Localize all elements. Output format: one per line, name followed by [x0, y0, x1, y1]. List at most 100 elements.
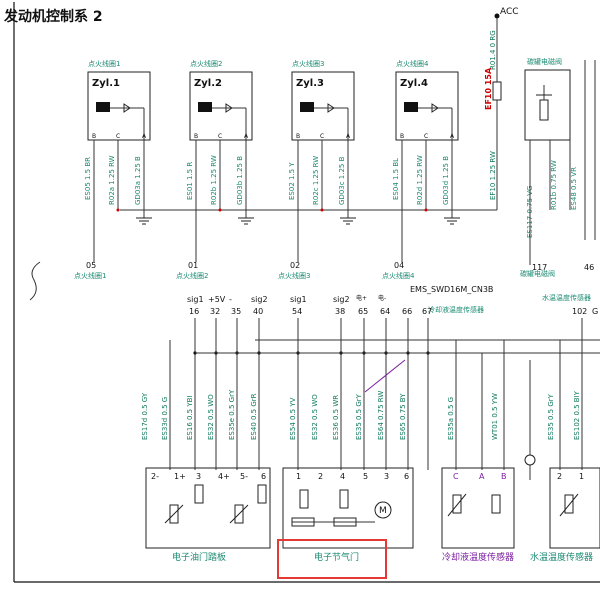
lower-wire-11: ES64 0.75 RW — [377, 391, 385, 440]
pin-signal-32: +5V — [208, 295, 226, 304]
coolant-pin-A: A — [479, 472, 485, 481]
lower-wire-7: ES54 0.5 YV — [289, 397, 297, 440]
coil-symbol-4 — [404, 102, 418, 112]
pedal-pin-1: 2- — [151, 472, 159, 481]
lower-wire-9: ES36 0.5 WR — [332, 395, 340, 440]
lower-wire-13: ES35a 0.5 G — [447, 397, 455, 440]
canister-pin: 117 — [532, 263, 547, 272]
coil-2-pin-C: C — [218, 133, 222, 140]
coil-box-2 — [189, 71, 253, 141]
pin-signal-65: 电+ — [356, 294, 367, 302]
pin-102-extra: G — [592, 307, 598, 316]
fuse-label: EF10 15A — [484, 67, 493, 110]
coil-pin-2: 01 — [188, 261, 198, 270]
pedal-pin-5: 5- — [240, 472, 248, 481]
coil-2-wire-2: R02b 1.25 RW — [210, 155, 218, 205]
pin-number-35: 35 — [231, 307, 241, 316]
coolant-pin-C: C — [453, 472, 459, 481]
coil-pin-4: 04 — [394, 261, 404, 270]
coil-box-4 — [395, 71, 459, 141]
coil-label-2: 点火线圈2 — [190, 59, 222, 68]
acc-label: ACC — [500, 7, 519, 17]
throttle-pin-3: 4 — [340, 472, 345, 481]
pedal-label: 电子油门踏板 — [172, 551, 226, 563]
pin-102: 102 — [572, 307, 587, 316]
ems-sub-label: 冷却液温度传感器 — [428, 305, 484, 314]
water-label: 水温温度传感器 — [530, 551, 593, 563]
coil-2-pin-A: A — [244, 133, 249, 140]
pin-number-54: 54 — [292, 307, 302, 316]
pin-number-66: 66 — [402, 307, 412, 316]
pin-number-64: 64 — [380, 307, 390, 316]
coil-1-wire-1: ES05 1.5 BR — [84, 157, 92, 200]
acc-wire-label: R01.4 0 RG — [489, 30, 497, 70]
lower-wire-15: ES35 0.5 GrY — [547, 393, 555, 440]
ems-connector-label: EMS_SWD16M_CN3B — [410, 285, 493, 294]
lower-wire-6: ES40 0.5 GrR — [250, 393, 258, 440]
pin-signal-38: sig2 — [333, 295, 350, 304]
coil-4-pin-A: A — [450, 133, 455, 140]
coil-1-pin-C: C — [116, 133, 120, 140]
water-sensor-top-label: 水温温度传感器 — [542, 293, 591, 302]
coil-3-wire-1: ES02 1.5 Y — [288, 162, 296, 200]
pedal-box — [145, 467, 271, 549]
coil-name-4: Zyl.4 — [400, 78, 428, 89]
water-box — [549, 467, 600, 549]
lower-wire-4: ES32 0.5 WO — [207, 394, 215, 440]
throttle-pin-4: 5 — [363, 472, 368, 481]
coil-symbol-3 — [300, 102, 314, 112]
coil-4-wire-3: GD03d 1.25 B — [442, 156, 450, 205]
pin-signal-40: sig2 — [251, 295, 268, 304]
water-pin-2: 2 — [557, 472, 562, 481]
canister-label: 碳罐电磁阀 — [527, 57, 562, 66]
throttle-box — [282, 467, 414, 549]
far-right-pin: 46 — [584, 263, 594, 272]
pedal-pin-2: 1+ — [174, 472, 186, 481]
throttle-pin-6: 6 — [404, 472, 409, 481]
pin-number-65: 65 — [358, 307, 368, 316]
lower-wire-10: ES35 0.5 GrY — [355, 393, 363, 440]
throttle-label: 电子节气门 — [314, 551, 359, 563]
diagram-title: 发动机控制系 2 — [4, 9, 103, 25]
coil-3-pin-C: C — [320, 133, 324, 140]
lower-wire-8: ES32 0.5 WO — [311, 394, 319, 440]
coil-pin-label-4: 点火线圈4 — [382, 271, 415, 280]
pedal-pin-3: 3 — [196, 472, 201, 481]
coil-1-pin-B: B — [92, 133, 96, 140]
coil-name-2: Zyl.2 — [194, 78, 222, 89]
lower-wire-3: ES16 0.5 YBI — [186, 396, 194, 441]
lower-wire-5: ES35e 0.5 GrY — [228, 389, 236, 440]
fuse-wire-label: EF10 1.25 RW — [489, 151, 497, 200]
coil-2-wire-1: ES01 1.5 R — [186, 162, 194, 200]
pin-signal-35: - — [229, 295, 232, 304]
coil-1-wire-3: GD03a 1.25 B — [134, 156, 142, 205]
lower-wire-14: WT01 0.5 YW — [491, 393, 499, 440]
coil-pin-3: 02 — [290, 261, 300, 270]
throttle-pin-1: 1 — [296, 472, 301, 481]
coil-4-pin-B: B — [400, 133, 404, 140]
throttle-pin-5: 3 — [384, 472, 389, 481]
coil-3-wire-2: R02c 1.25 RW — [312, 156, 320, 205]
coil-1-pin-A: A — [142, 133, 147, 140]
coil-pin-1: 05 — [86, 261, 96, 270]
coil-box-1 — [87, 71, 151, 141]
pin-number-67: 67 — [422, 307, 432, 316]
coil-pin-label-2: 点火线圈2 — [176, 271, 208, 280]
pin-signal-64: 电- — [378, 294, 386, 302]
coil-label-3: 点火线圈3 — [292, 59, 324, 68]
coil-4-wire-1: ES04 1.5 BL — [392, 158, 400, 200]
coil-box-3 — [291, 71, 355, 141]
canister-wire-2: R01b 0.75 RW — [550, 160, 558, 210]
coil-4-pin-C: C — [424, 133, 428, 140]
motor-icon: M — [379, 506, 387, 516]
pin-number-40: 40 — [253, 307, 263, 316]
lower-wire-12: ES65 0.75 BY — [399, 393, 407, 440]
coil-pin-label-1: 点火线圈1 — [74, 271, 106, 280]
coolant-pin-B: B — [501, 472, 507, 481]
pin-signal-16: sig1 — [187, 295, 204, 304]
coil-3-pin-A: A — [346, 133, 351, 140]
coolant-box — [441, 467, 515, 549]
pin-number-16: 16 — [189, 307, 199, 316]
